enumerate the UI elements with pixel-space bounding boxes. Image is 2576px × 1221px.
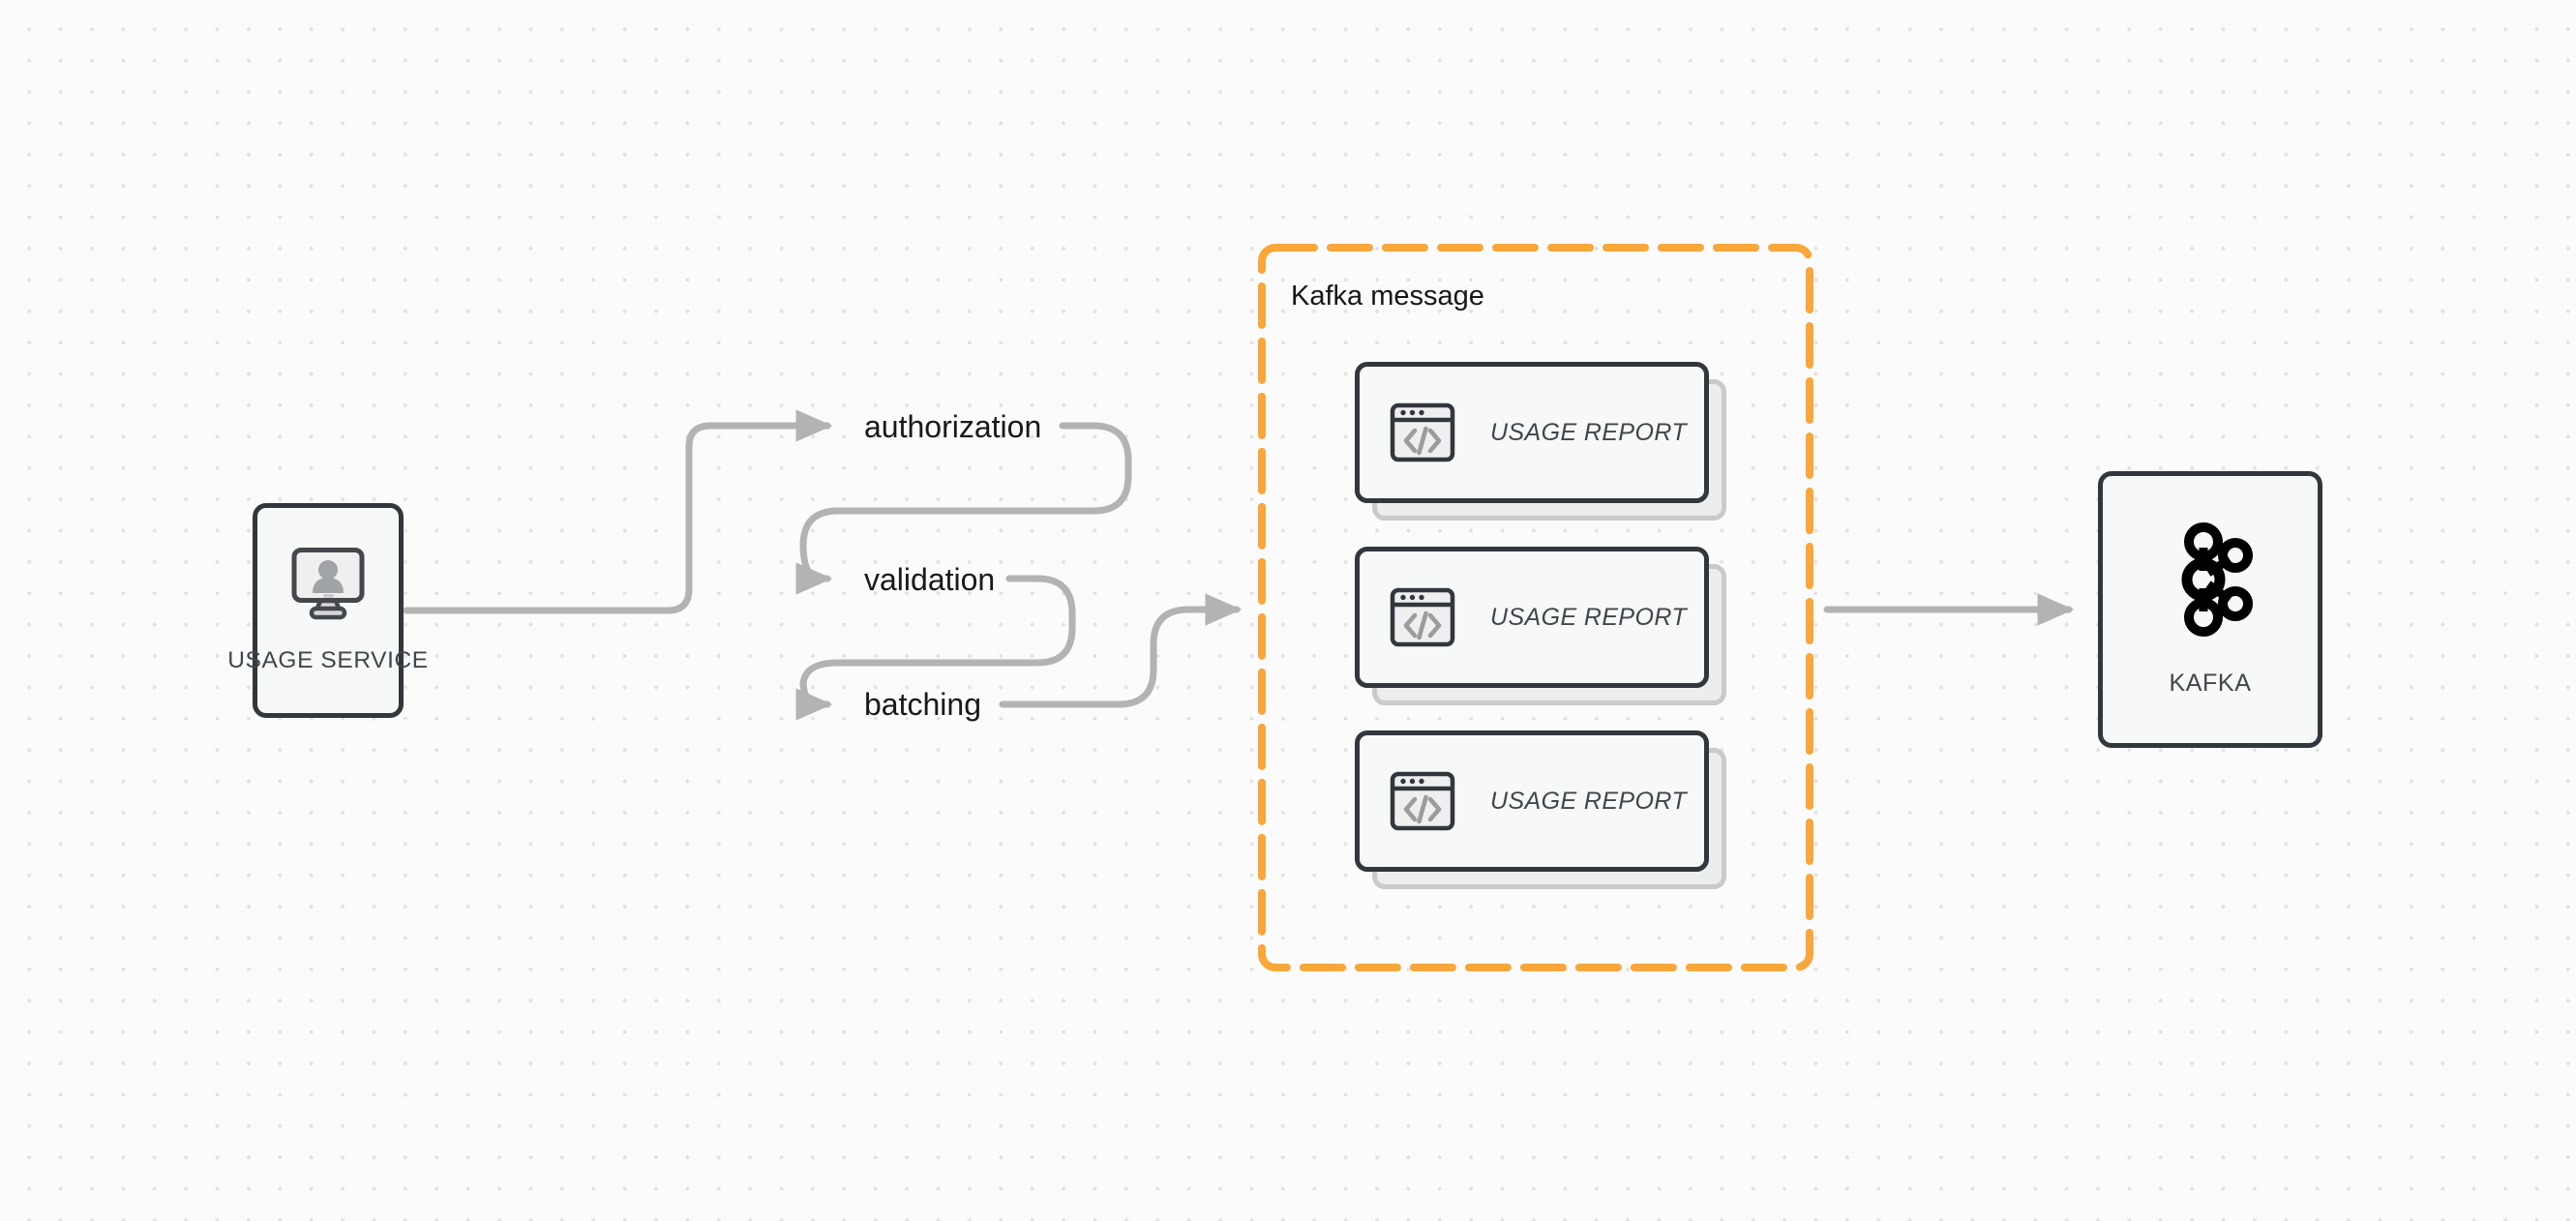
card-front-layer[interactable]: USAGE REPORT [1355,547,1709,688]
card-label-usage-report: USAGE REPORT [1490,787,1687,815]
code-window-icon [1390,584,1455,650]
stage-label-validation[interactable]: validation [864,562,996,597]
code-window-icon [1390,400,1455,465]
group-dashed-border [1258,244,1813,971]
card-usage-report[interactable]: USAGE REPORT [1355,362,1726,521]
node-label-usage-service: USAGE SERVICE [227,647,429,673]
group-kafka-message[interactable]: Kafka message USAGE REPORT [1258,244,1813,971]
card-front-layer[interactable]: USAGE REPORT [1355,730,1709,872]
card-usage-report[interactable]: USAGE REPORT [1355,730,1726,889]
stage-label-authorization[interactable]: authorization [864,409,1042,444]
stage-label-batching[interactable]: batching [864,687,981,722]
card-usage-report[interactable]: USAGE REPORT [1355,547,1726,705]
card-label-usage-report: USAGE REPORT [1490,603,1687,631]
card-label-usage-report: USAGE REPORT [1490,418,1687,446]
edge-authorization-to-validation [795,422,1132,595]
edge-validation-to-batching [795,575,1076,721]
monitor-user-icon [285,547,371,622]
kafka-logo-icon [2164,521,2257,637]
edge-batching-to-kafka-message [999,593,1243,708]
node-usage-service[interactable]: USAGE SERVICE [227,503,428,718]
code-window-icon [1390,768,1455,834]
card-front-layer[interactable]: USAGE REPORT [1355,362,1709,503]
node-label-kafka: KAFKA [2169,669,2252,697]
edge-service-to-authorization [403,409,833,614]
group-title-kafka-message: Kafka message [1291,281,1484,312]
node-kafka[interactable]: KAFKA [2098,471,2322,748]
